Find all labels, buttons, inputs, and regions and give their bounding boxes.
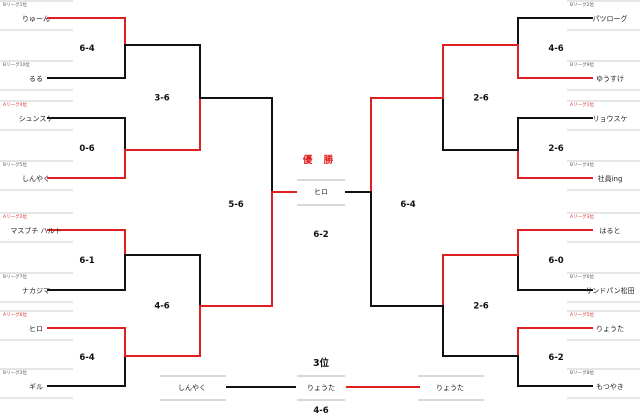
player-league-label: Aリーグ3位 <box>570 213 594 220</box>
r1-left-score: 0-6 <box>79 144 94 154</box>
player-name: シュンスケ <box>19 115 54 123</box>
player-league-label: Bリーグ7位 <box>3 273 27 280</box>
r1-right-line-top <box>517 327 593 357</box>
r2-right-score: 2-6 <box>473 302 488 312</box>
match-scores: 6-4 0-6 6-1 6-4 3-6 4-6 5-6 4-6 2-6 6-0 6-2 2-6 2-6 6… <box>79 44 563 363</box>
r1-left-line-top <box>47 17 126 46</box>
player-league-label: Aリーグ4位 <box>3 101 27 108</box>
r1-right-line-top <box>517 117 593 151</box>
player-league-label: Bリーグ8位 <box>570 369 594 376</box>
player-league-label: Aリーグ1位 <box>570 101 594 108</box>
r1-left-line-bottom <box>47 149 126 179</box>
r1-left-line-top <box>47 117 126 151</box>
r1-right-score: 2-6 <box>548 144 563 154</box>
r1-left-line-top <box>47 327 126 357</box>
r2-right-line-bottom <box>442 97 519 151</box>
player-name: パツローグ <box>593 14 628 23</box>
r1-right-score: 6-0 <box>548 256 563 266</box>
r1-right-line-top <box>517 17 593 46</box>
third-place-right-player: りょうた <box>436 384 464 392</box>
r2-left-line-bottom <box>124 305 201 357</box>
r1-left-line-bottom <box>47 355 126 387</box>
semi-left-line-top <box>199 97 273 193</box>
r1-left-score: 6-4 <box>79 353 94 363</box>
player-name: サンドパン松田 <box>585 286 634 295</box>
player-league-label: Bリーグ9位 <box>570 61 594 68</box>
player-name: りゅーん <box>22 15 50 23</box>
player-name: 社員ing <box>598 174 623 183</box>
r2-right-line-bottom <box>442 305 519 357</box>
player-league-label: Bリーグ10位 <box>3 61 30 68</box>
r1-right-score: 6-2 <box>548 353 563 363</box>
bracket-lines <box>47 17 593 387</box>
third-place-score: 4-6 <box>313 406 328 415</box>
player-name: ヒロ <box>29 325 43 333</box>
r2-left-score: 4-6 <box>154 302 169 312</box>
player-league-label: Aリーグ6位 <box>3 311 27 318</box>
player-league-label: Bリーグ4位 <box>570 161 594 168</box>
player-name: マスブチ ハルト <box>10 226 61 235</box>
player-league-label: Bリーグ5位 <box>3 161 27 168</box>
r1-left-score: 6-1 <box>79 256 94 266</box>
r2-left-line-top <box>124 44 201 99</box>
r1-left-score: 6-4 <box>79 44 94 54</box>
r1-left-line-top <box>47 229 126 256</box>
r2-right-line-top <box>442 44 519 99</box>
player-name: ギル <box>29 383 43 391</box>
player-league-label: Bリーグ6位 <box>570 273 594 280</box>
r1-right-line-bottom <box>517 44 593 79</box>
third-place-winner: りょうた <box>307 384 335 392</box>
r1-right-line-top <box>517 229 593 256</box>
player-name: リョウスケ <box>593 115 628 123</box>
player-name: ナカジマ <box>22 287 50 295</box>
r1-left-line-bottom <box>47 254 126 291</box>
player-name: るる <box>29 75 43 83</box>
semi-left-score: 5-6 <box>228 200 243 210</box>
r2-right-line-top <box>442 254 519 307</box>
player-name: もつやき <box>596 383 624 391</box>
r1-right-line-bottom <box>517 355 593 387</box>
third-place-left-player: しんやく <box>178 384 206 392</box>
r1-right-score: 4-6 <box>548 44 563 54</box>
champion-title: 優 勝 <box>302 154 337 166</box>
player-name: はると <box>600 227 621 235</box>
r2-left-score: 3-6 <box>154 94 169 104</box>
player-league-label: Bリーグ1位 <box>3 1 27 8</box>
player-league-label: Bリーグ2位 <box>570 1 594 8</box>
semi-right-line-top <box>370 97 444 193</box>
r1-right-line-bottom <box>517 149 593 179</box>
final-score: 6-2 <box>313 230 328 240</box>
r2-left-line-top <box>124 254 201 307</box>
r1-right-line-bottom <box>517 254 593 291</box>
semi-right-line-bottom <box>370 191 444 307</box>
player-name: りょうた <box>596 325 624 333</box>
semi-left-line-bottom <box>199 191 273 307</box>
r2-left-line-bottom <box>124 97 201 151</box>
third-place-title: 3位 <box>313 357 330 369</box>
r2-right-score: 2-6 <box>473 94 488 104</box>
champion-name: ヒロ <box>314 188 328 196</box>
semi-right-score: 6-4 <box>400 200 415 210</box>
r1-left-line-bottom <box>47 44 126 79</box>
player-name: しんやく <box>22 175 50 183</box>
player-league-label: Aリーグ5位 <box>570 311 594 318</box>
player-name: ゆうすけ <box>596 75 624 83</box>
player-league-label: Bリーグ3位 <box>3 369 27 376</box>
player-league-label: Aリーグ2位 <box>3 213 27 220</box>
